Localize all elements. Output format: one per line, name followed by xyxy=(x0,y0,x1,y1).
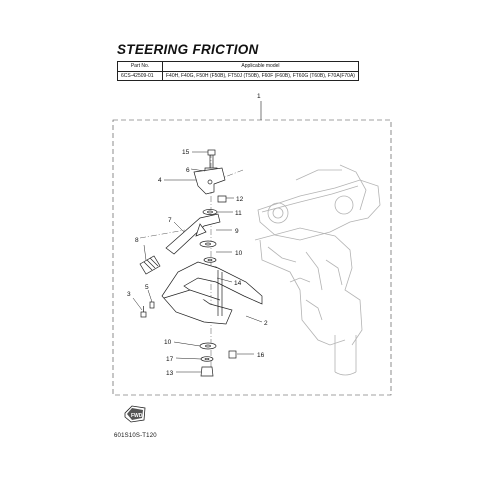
callout-9: 9 xyxy=(235,228,239,235)
callout-10-lower: 10 xyxy=(164,339,172,346)
part-4-bracket xyxy=(193,167,226,195)
callout-3: 3 xyxy=(127,291,131,298)
callout-14: 14 xyxy=(234,280,242,287)
callout-10-upper: 10 xyxy=(235,250,243,257)
callout-11: 11 xyxy=(235,210,242,217)
applicable-model-table: Part No. Applicable model 6CS-42509-01 F… xyxy=(117,61,359,81)
part-13-nut xyxy=(200,366,214,377)
part-15-bolt xyxy=(207,149,216,170)
callout-8: 8 xyxy=(135,237,139,244)
fwd-label: FWD xyxy=(131,413,143,419)
part-10-lower-washer xyxy=(199,342,217,350)
callout-6: 6 xyxy=(186,167,190,174)
figure-code: 601S10S-T120 xyxy=(114,433,157,439)
callout-2: 2 xyxy=(264,320,268,327)
callout-17: 17 xyxy=(166,356,174,363)
callout-15: 15 xyxy=(182,149,190,156)
part-10-upper-washer xyxy=(203,257,217,263)
cell-applicable-model: F40H, F40G, F50H (F50B), FT50J (T50B), F… xyxy=(162,70,359,81)
part-3-bolt xyxy=(140,306,147,318)
part-5-pin xyxy=(149,301,155,309)
callout-5: 5 xyxy=(145,284,149,291)
leader-lines xyxy=(132,151,263,373)
fwd-arrow-icon: FWD xyxy=(124,405,146,428)
callout-1: 1 xyxy=(257,93,261,100)
callout-12: 12 xyxy=(236,196,244,203)
part-11-washer xyxy=(202,209,218,215)
assembly-boundary xyxy=(112,119,392,396)
callout-4: 4 xyxy=(158,177,162,184)
part-7-lever xyxy=(165,213,221,255)
cell-part-no: 6CS-42509-01 xyxy=(117,70,163,81)
page-title: STEERING FRICTION xyxy=(117,42,259,57)
part-16-screw xyxy=(228,350,237,359)
part-9-washer xyxy=(199,240,217,248)
part-8-grip xyxy=(139,255,161,275)
callout-numbers: 1 15 6 4 12 11 7 9 8 10 14 3 5 2 10 17 1… xyxy=(127,93,268,377)
part-12-screw xyxy=(217,195,227,203)
table-row: 6CS-42509-01 F40H, F40G, F50H (F50B), FT… xyxy=(117,70,359,81)
part-2-friction-plate xyxy=(161,261,263,325)
callout-13: 13 xyxy=(166,370,174,377)
part-17-washer xyxy=(200,356,214,362)
callout-16: 16 xyxy=(257,352,265,359)
callout-7: 7 xyxy=(168,217,172,224)
swivel-bracket-background xyxy=(254,164,381,376)
